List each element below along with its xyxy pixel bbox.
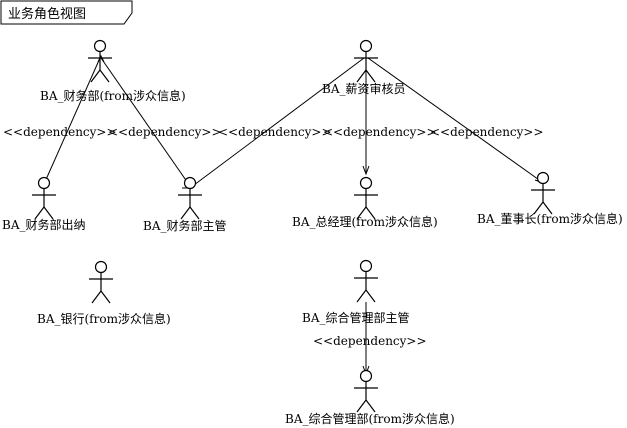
actor-admin-supervisor-label: BA_综合管理部主管 bbox=[302, 310, 410, 325]
dependency-label: <<dependency>> bbox=[313, 334, 427, 348]
actor-admin-supervisor[interactable]: BA_综合管理部主管 bbox=[302, 259, 410, 326]
dependency-label: <<dependency>> bbox=[323, 125, 437, 139]
actor-bank[interactable]: BA_银行(from涉众信息) bbox=[37, 260, 171, 327]
dep-line-reviewer-to-supervisor bbox=[189, 57, 365, 189]
dependency-labels: <<dependency>> <<dependency>> <<dependen… bbox=[3, 125, 544, 348]
actor-salary-reviewer[interactable]: BA_薪资审核员 bbox=[322, 39, 406, 97]
actor-chairman[interactable]: BA_董事长(from涉众信息) bbox=[477, 171, 623, 227]
dep-line-finance-to-cashier bbox=[43, 57, 101, 185]
actor-chairman-label: BA_董事长(from涉众信息) bbox=[477, 211, 623, 226]
dependency-label: <<dependency>> bbox=[430, 125, 544, 139]
actor-admin-dept[interactable]: BA_综合管理部(from涉众信息) bbox=[285, 369, 455, 427]
dependency-label: <<dependency>> bbox=[3, 125, 117, 139]
actor-finance-supervisor-label: BA_财务部主管 bbox=[143, 218, 227, 233]
dependency-label: <<dependency>> bbox=[218, 125, 332, 139]
actor-finance-cashier-label: BA_财务部出纳 bbox=[2, 217, 86, 232]
actor-admin-dept-label: BA_综合管理部(from涉众信息) bbox=[285, 411, 455, 426]
actor-bank-label: BA_银行(from涉众信息) bbox=[37, 311, 171, 326]
actor-finance-supervisor[interactable]: BA_财务部主管 bbox=[143, 176, 227, 234]
dependency-lines bbox=[43, 57, 543, 372]
actor-finance-dept-label: BA_财务部(from涉众信息) bbox=[40, 88, 186, 103]
actor-finance-cashier[interactable]: BA_财务部出纳 bbox=[2, 176, 86, 233]
actor-general-manager-label: BA_总经理(from涉众信息) bbox=[292, 214, 438, 229]
dep-line-finance-to-supervisor bbox=[100, 57, 191, 187]
actor-salary-reviewer-label: BA_薪资审核员 bbox=[322, 81, 406, 96]
dependency-label: <<dependency>> bbox=[108, 125, 222, 139]
actor-finance-dept[interactable]: BA_财务部(from涉众信息) bbox=[40, 39, 186, 104]
actor-general-manager[interactable]: BA_总经理(from涉众信息) bbox=[292, 176, 438, 230]
dep-line-reviewer-to-chairman bbox=[367, 57, 543, 183]
diagram-title: 业务角色视图 bbox=[8, 6, 86, 22]
diagram-title-tab: 业务角色视图 bbox=[0, 0, 133, 25]
